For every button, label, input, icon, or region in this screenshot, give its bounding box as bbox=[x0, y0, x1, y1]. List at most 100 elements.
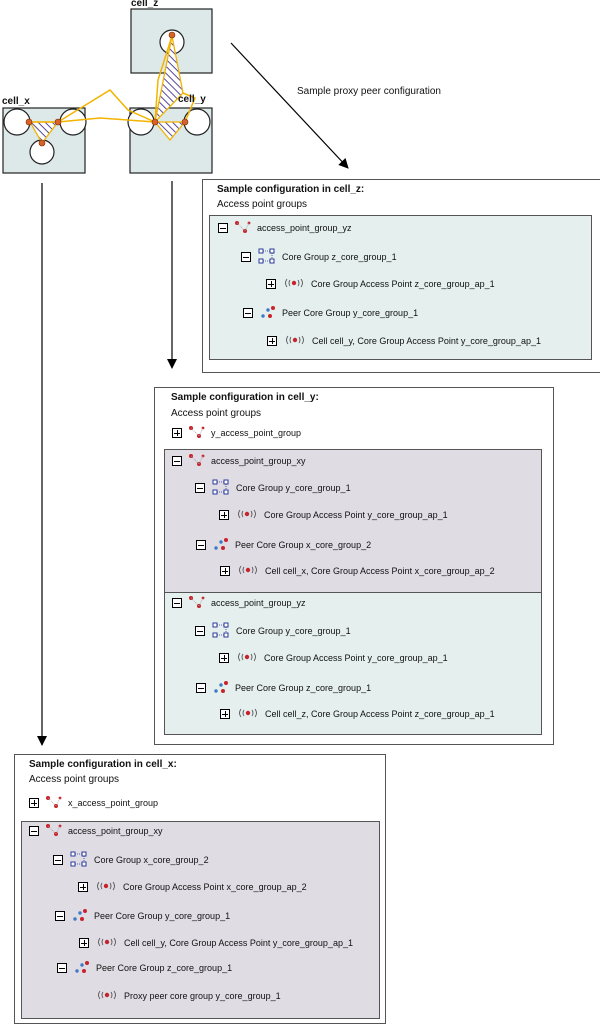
access-point-group-icon bbox=[188, 595, 206, 611]
tree-row-label[interactable]: Core Group y_core_group_1 bbox=[236, 483, 351, 493]
tree-row-label[interactable]: Peer Core Group y_core_group_1 bbox=[282, 308, 419, 318]
tree-row-label[interactable]: Core Group Access Point y_core_group_ap_… bbox=[264, 510, 448, 520]
tree-row-label[interactable]: Core Group Access Point x_core_group_ap_… bbox=[123, 882, 307, 892]
tree-row-label[interactable]: Cell cell_y, Core Group Access Point y_c… bbox=[312, 336, 541, 346]
tree-row-label[interactable]: access_point_group_yz bbox=[257, 223, 352, 233]
collapse-toggle[interactable] bbox=[243, 308, 253, 318]
expand-toggle[interactable] bbox=[79, 938, 89, 948]
expand-toggle[interactable] bbox=[220, 709, 230, 719]
tree-row-label[interactable]: access_point_group_yz bbox=[211, 598, 306, 608]
access-point-icon bbox=[282, 277, 306, 291]
core-group-hatch bbox=[153, 121, 187, 142]
tree-row-label[interactable]: Cell cell_x, Core Group Access Point x_c… bbox=[265, 566, 495, 576]
tree-row-label[interactable]: Core Group Access Point z_core_group_ap_… bbox=[311, 279, 495, 289]
collapse-toggle[interactable] bbox=[172, 456, 182, 466]
access-point-icon bbox=[95, 936, 119, 950]
expand-toggle[interactable] bbox=[267, 336, 277, 346]
tree-row-label[interactable]: Peer Core Group z_core_group_1 bbox=[235, 683, 372, 693]
collapse-toggle[interactable] bbox=[55, 911, 65, 921]
expand-toggle[interactable] bbox=[266, 279, 276, 289]
expand-toggle[interactable] bbox=[172, 428, 182, 438]
access-point-group-icon bbox=[188, 453, 206, 469]
tree-row: access_point_group_yz bbox=[172, 596, 306, 610]
expand-toggle[interactable] bbox=[78, 882, 88, 892]
tree-row: Peer Core Group y_core_group_1 bbox=[243, 306, 418, 320]
tree-row: Core Group z_core_group_1 bbox=[241, 248, 397, 264]
tree-row: access_point_group_xy bbox=[172, 454, 306, 468]
collapse-toggle[interactable] bbox=[57, 963, 67, 973]
access-point-group-icon bbox=[45, 795, 63, 811]
cell-x-label: cell_x bbox=[2, 96, 30, 107]
collapse-toggle[interactable] bbox=[195, 626, 205, 636]
access-point-group-icon bbox=[234, 220, 252, 236]
access-point-icon bbox=[235, 651, 259, 665]
core-group-icon bbox=[69, 849, 89, 871]
tree-row: x_access_point_group bbox=[29, 796, 158, 810]
tree-row-label[interactable]: Core Group Access Point y_core_group_ap_… bbox=[264, 653, 448, 663]
collapse-toggle[interactable] bbox=[241, 252, 251, 262]
tree-row: Cell cell_x, Core Group Access Point x_c… bbox=[220, 564, 495, 578]
tree-row-label[interactable]: x_access_point_group bbox=[68, 798, 159, 808]
bridge-dot bbox=[54, 118, 62, 126]
tree-row: Cell cell_y, Core Group Access Point y_c… bbox=[267, 334, 541, 348]
bridge-link bbox=[57, 117, 156, 123]
tree-row-label[interactable]: y_access_point_group bbox=[211, 428, 302, 438]
collapse-toggle[interactable] bbox=[172, 598, 182, 608]
tree-row-label[interactable]: Cell cell_z, Core Group Access Point z_c… bbox=[265, 709, 495, 719]
bridge-link bbox=[182, 92, 196, 123]
tree-row-label[interactable]: Peer Core Group z_core_group_1 bbox=[96, 963, 233, 973]
collapse-toggle[interactable] bbox=[218, 223, 228, 233]
core-group-icon bbox=[211, 477, 231, 499]
collapse-toggle[interactable] bbox=[29, 826, 39, 836]
tree-row: Core Group Access Point y_core_group_ap_… bbox=[219, 508, 448, 522]
tree-row: access_point_group_yz bbox=[218, 221, 352, 235]
collapse-toggle[interactable] bbox=[195, 483, 205, 493]
tree-row-label[interactable]: Cell cell_y, Core Group Access Point y_c… bbox=[124, 938, 353, 948]
access-point-icon bbox=[236, 707, 260, 721]
access-point-icon bbox=[95, 989, 119, 1003]
cell-y-label: cell_y bbox=[178, 94, 206, 105]
tree-row-label[interactable]: access_point_group_xy bbox=[211, 456, 306, 466]
tree-row: Cell cell_y, Core Group Access Point y_c… bbox=[79, 936, 353, 950]
tree-row-label[interactable]: Core Group x_core_group_2 bbox=[94, 855, 209, 865]
tree-row: access_point_group_xy bbox=[29, 824, 163, 838]
access-point-group-icon bbox=[188, 425, 206, 441]
peer-core-group-icon bbox=[71, 908, 89, 924]
panel-subtitle: Access point groups bbox=[217, 199, 308, 210]
tree-row-label[interactable]: Proxy peer core group y_core_group_1 bbox=[124, 991, 281, 1001]
collapse-toggle[interactable] bbox=[196, 540, 206, 550]
tree-row: Core Group Access Point x_core_group_ap_… bbox=[78, 880, 307, 894]
collapse-toggle[interactable] bbox=[53, 855, 63, 865]
tree-row: Core Group Access Point y_core_group_ap_… bbox=[219, 651, 448, 665]
tree-row: Core Group Access Point z_core_group_ap_… bbox=[266, 277, 495, 291]
core-group-icon bbox=[211, 620, 231, 642]
panel-subtitle: Access point groups bbox=[171, 408, 262, 419]
tree-row-label[interactable]: Core Group z_core_group_1 bbox=[282, 252, 397, 262]
tree-row-label[interactable]: Core Group y_core_group_1 bbox=[236, 626, 351, 636]
core-group-icon bbox=[257, 246, 277, 268]
expand-toggle[interactable] bbox=[220, 566, 230, 576]
panel-title: Sample configuration in cell_x: bbox=[29, 759, 177, 770]
peer-core-group-icon bbox=[73, 960, 91, 976]
expand-toggle[interactable] bbox=[29, 798, 39, 808]
panel-cell-x: Sample configuration in cell_x: Access p… bbox=[14, 754, 386, 1024]
bridge-dot bbox=[38, 139, 46, 147]
access-point-icon bbox=[283, 334, 307, 348]
peer-core-group-icon bbox=[259, 305, 277, 321]
expand-toggle[interactable] bbox=[219, 653, 229, 663]
panel-title: Sample configuration in cell_y: bbox=[171, 392, 319, 403]
access-point-icon bbox=[235, 508, 259, 522]
expand-toggle[interactable] bbox=[219, 510, 229, 520]
access-point-icon bbox=[94, 880, 118, 894]
bridge-link bbox=[57, 89, 156, 123]
access-point-group-icon bbox=[45, 823, 63, 839]
tree-row-label[interactable]: Peer Core Group x_core_group_2 bbox=[235, 540, 372, 550]
tree-row: Core Group x_core_group_2 bbox=[53, 851, 209, 867]
tree-row-label[interactable]: Peer Core Group y_core_group_1 bbox=[94, 911, 231, 921]
panel-subtitle: Access point groups bbox=[29, 774, 120, 785]
core-group-hatch bbox=[153, 35, 184, 125]
bridge-dot bbox=[168, 31, 176, 39]
tree-row-label[interactable]: access_point_group_xy bbox=[68, 826, 163, 836]
collapse-toggle[interactable] bbox=[196, 683, 206, 693]
